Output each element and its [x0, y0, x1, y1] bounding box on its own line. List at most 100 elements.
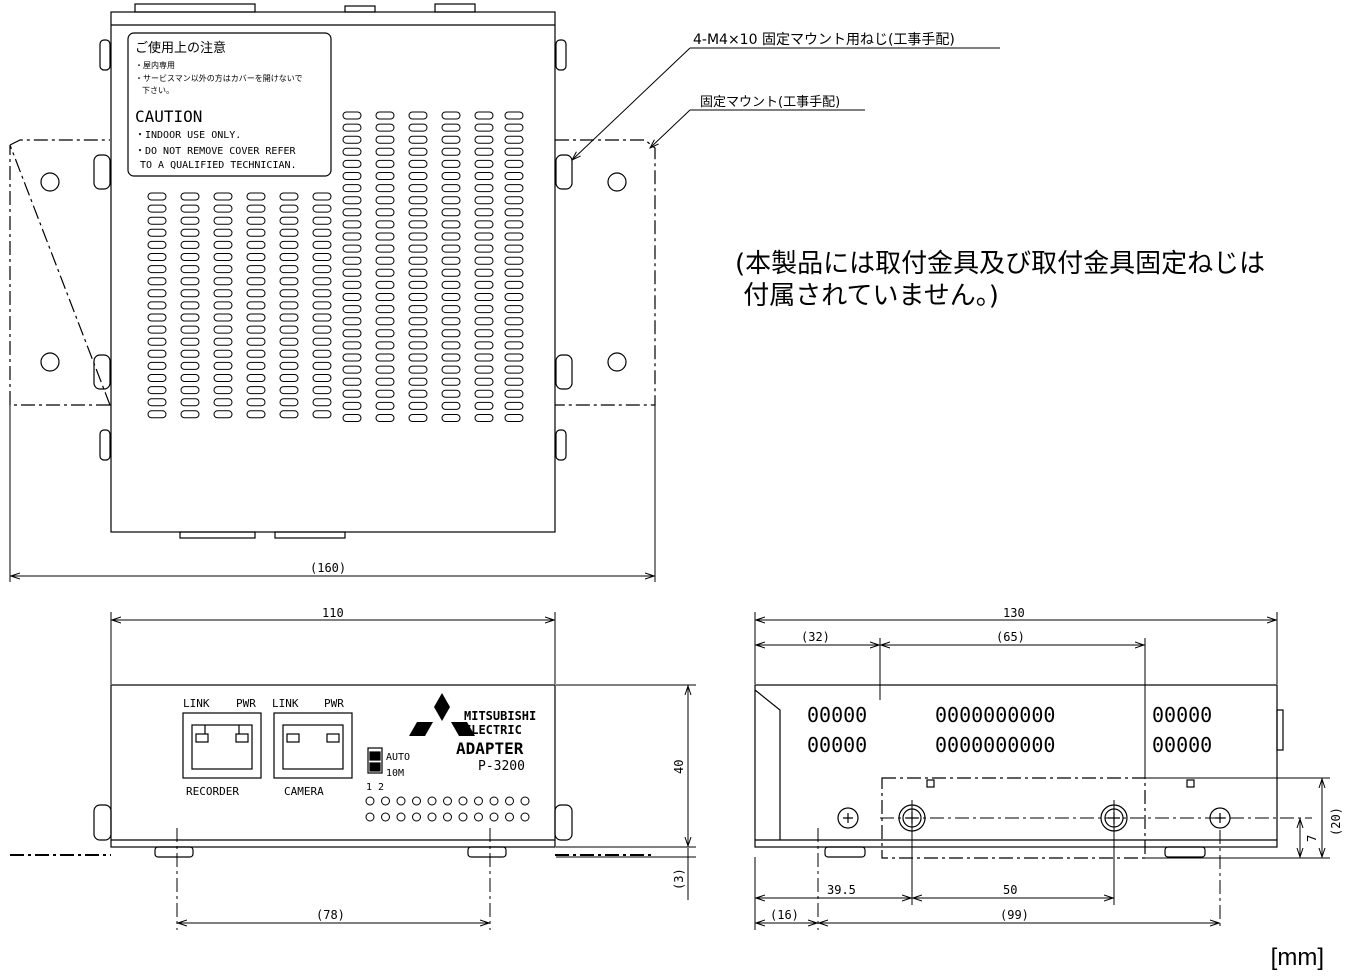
vent-slot — [408, 184, 428, 193]
vent-slot — [342, 184, 362, 193]
vent-slot — [441, 401, 461, 410]
side-vent-row: 0000000000 — [935, 703, 1055, 727]
vent-slot — [504, 389, 524, 398]
vent-slot — [441, 414, 461, 422]
dim-side-39-5-label: 39.5 — [827, 883, 856, 897]
vent-slot — [474, 256, 494, 265]
vent-slot — [441, 147, 461, 156]
vent-slot — [312, 253, 332, 261]
vent-slot — [504, 256, 524, 265]
vent-slot — [504, 268, 524, 277]
vent-slot — [504, 377, 524, 386]
vent-slot — [375, 232, 395, 241]
vent-slot — [504, 184, 524, 193]
vent-slot — [342, 111, 362, 120]
vent-slot — [474, 147, 494, 156]
vent-slot — [474, 232, 494, 241]
vent-slot — [408, 196, 428, 205]
vent-slot — [342, 172, 362, 180]
vent-slot — [441, 317, 461, 326]
model-number: P-3200 — [478, 759, 525, 774]
vent-slot — [441, 293, 461, 301]
dim-side-16-label: (16) — [770, 908, 799, 922]
vent-slot — [312, 349, 332, 358]
vent-slot — [441, 220, 461, 229]
vent-slot — [375, 256, 395, 265]
vent-slot — [213, 240, 233, 249]
vent-slot — [375, 172, 395, 180]
vent-slot — [408, 135, 428, 144]
vent-slot — [213, 289, 233, 298]
vent-slot — [180, 410, 200, 419]
vent-slot — [180, 398, 200, 407]
vent-slot — [408, 305, 428, 314]
vent-hole — [412, 812, 421, 822]
side-view — [754, 684, 1312, 930]
vent-hole — [365, 812, 375, 822]
vent-slot — [246, 277, 266, 286]
side-vent-row: 00000 — [807, 703, 867, 727]
vent-slot — [342, 268, 362, 277]
vent-slot — [375, 414, 395, 422]
vent-slot — [342, 123, 362, 132]
vent-slot — [474, 196, 494, 205]
vent-slot — [213, 313, 233, 322]
vent-slot — [213, 386, 233, 395]
vent-slot — [147, 398, 167, 407]
vent-slot — [342, 208, 362, 217]
vent-slot — [408, 232, 428, 241]
vent-slot — [474, 244, 494, 253]
vent-slot — [441, 111, 461, 120]
rj45-jack-camera — [273, 712, 353, 779]
vent-slot — [342, 341, 362, 350]
vent-slot — [375, 135, 395, 144]
vent-slot — [441, 123, 461, 132]
front-view — [10, 684, 655, 930]
vent-slot — [342, 401, 362, 410]
side-vent-row: 0000000000 — [935, 733, 1055, 757]
vent-hole — [381, 812, 390, 822]
vent-slot — [504, 244, 524, 253]
mount-hole — [40, 352, 60, 372]
vent-slot — [147, 216, 167, 225]
side-vent-row: 00000 — [807, 733, 867, 757]
dim-side-32-label: (32) — [801, 630, 830, 644]
side-screw — [555, 39, 567, 71]
dim-side-7-label: 7 — [1305, 835, 1319, 842]
vent-slot — [246, 192, 266, 201]
vent-slot — [342, 220, 362, 229]
vent-slot — [180, 313, 200, 322]
vent-slot — [474, 414, 494, 422]
vent-slot — [375, 268, 395, 277]
vent-slot — [408, 317, 428, 326]
vent-slot — [180, 265, 200, 274]
side-screw — [99, 429, 111, 461]
front-foot — [154, 846, 194, 858]
callout-mount: 固定マウント(工事手配) — [700, 95, 840, 110]
vent-slot — [441, 268, 461, 277]
vent-slot — [474, 401, 494, 410]
vent-slot — [180, 337, 200, 346]
vent-hole — [474, 812, 483, 822]
vent-slot — [213, 374, 233, 382]
brand-mitsubishi: MITSUBISHI — [464, 709, 536, 723]
dip-switch — [367, 747, 383, 774]
vent-slot — [312, 301, 332, 310]
side-vent-row: 00000 — [1152, 703, 1212, 727]
vent-slot — [213, 410, 233, 419]
vent-slot — [474, 365, 494, 374]
vent-hole — [505, 796, 514, 806]
label-switch-nums: 1 2 — [366, 782, 384, 793]
vent-slot — [213, 325, 233, 334]
vent-slot — [375, 244, 395, 253]
label-10m: 10M — [386, 768, 404, 779]
vent-slot — [246, 216, 266, 225]
vent-slot — [504, 232, 524, 241]
vent-slot — [213, 361, 233, 370]
vent-slot — [180, 361, 200, 370]
vent-slot — [504, 414, 524, 422]
vent-slot — [312, 204, 332, 213]
vent-slot — [213, 265, 233, 274]
vent-slot — [246, 325, 266, 334]
